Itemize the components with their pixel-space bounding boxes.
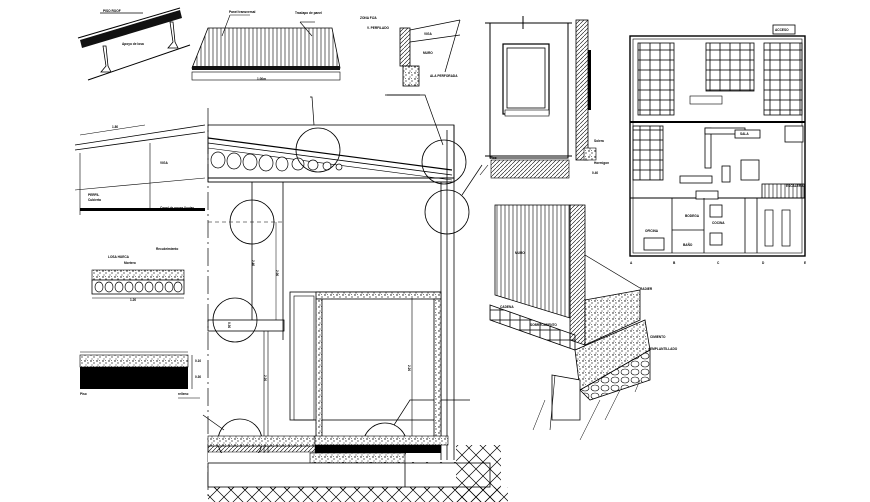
plan-room-3: BODEGA bbox=[685, 214, 700, 218]
roof-section-label: VIGA bbox=[160, 161, 168, 165]
section-dim-4: 2.20 bbox=[407, 365, 411, 371]
roof-section-note-1: PERFIL bbox=[88, 193, 99, 197]
slab-label-3: Recubrimiento bbox=[156, 247, 178, 251]
plan-room-1: SALA bbox=[740, 132, 749, 136]
roof-section-note-2: Cubierta bbox=[88, 198, 101, 202]
window-label-base: Piso bbox=[490, 156, 497, 160]
window-label-right-2: Hormigon bbox=[594, 161, 609, 165]
panel-label-left: Panel transversal bbox=[229, 10, 256, 14]
slab-label-2: Mortero bbox=[124, 261, 136, 265]
plan-axis-c: C bbox=[717, 261, 720, 265]
parapet-label-4: MURO bbox=[423, 51, 433, 55]
section-dim-3: 2.20 bbox=[263, 375, 267, 381]
iso-label-wall: MURO bbox=[515, 251, 525, 255]
parapet-label-1: ZONA FIJA bbox=[360, 16, 377, 20]
parapet-label-3: VIGA bbox=[424, 32, 432, 36]
parapet-label-2: V. PERFILADO bbox=[367, 26, 390, 30]
plan-room-5: COCINA bbox=[712, 221, 725, 225]
section-dim-2: 2.00 bbox=[275, 270, 279, 276]
plan-room-6: ESCALERA bbox=[786, 184, 804, 188]
fill-dim-1: 0.10 bbox=[195, 359, 201, 363]
fill-dim-2: 0.30 bbox=[195, 375, 201, 379]
panel-label-right: Traslapo de panel bbox=[295, 11, 322, 15]
plan-axis-d: D bbox=[762, 261, 765, 265]
plan-room-2: OFICINA bbox=[645, 229, 659, 233]
section-dim-1: 2.40 bbox=[251, 260, 255, 266]
iso-label-3: RADIER bbox=[640, 287, 653, 291]
parapet-detail: ZONA FIJA V. PERFILADO VIGA MURO ALA PER… bbox=[360, 16, 461, 96]
roof-section-sketch: 1.80 VIGA PERFIL Cubierta Canal de aguas… bbox=[74, 124, 206, 215]
iso-label-5: EMPLANTILLADO bbox=[650, 347, 678, 351]
hollow-slab-detail: LOSA HUECA Mortero Recubrimiento 1.20 bbox=[91, 247, 185, 302]
iso-label-4: CIMIENTO bbox=[650, 335, 666, 339]
plan-axis-b: B bbox=[673, 261, 676, 265]
roof-section-label-bottom: Canal de aguas lluvias bbox=[160, 206, 194, 210]
window-dimension: 0.40 bbox=[592, 171, 598, 175]
roof-slope-label-top: PISO ROOF bbox=[103, 9, 121, 13]
fill-label-left: Piso bbox=[80, 392, 87, 396]
slab-label-1: LOSA HUECA bbox=[108, 255, 130, 259]
floor-fill-detail: 0.10 0.30 Piso relleno bbox=[79, 351, 201, 399]
window-label-right-1: Solera bbox=[594, 139, 604, 143]
section-dim-beam: 0.30 bbox=[227, 322, 231, 328]
isometric-foundation-detail: MURO CADENA SOBRECIMIENTO RADIER CIMIENT… bbox=[489, 204, 678, 441]
window-elevation-detail: Piso Solera Hormigon 0.40 bbox=[479, 16, 609, 179]
panel-dimension: 1.00m bbox=[257, 77, 266, 81]
parapet-label-5: ALA PERFORADA bbox=[430, 74, 458, 78]
fill-label-right: relleno bbox=[178, 392, 189, 396]
corrugated-panel-detail: Panel transversal Traslapo de panel 1.00… bbox=[191, 10, 341, 81]
plan-axis-e: E bbox=[804, 261, 806, 265]
main-building-section: 2.40 2.00 2.20 2.20 0.30 bbox=[202, 94, 508, 502]
roof-slope-detail: PISO ROOF Apoyo de losa bbox=[77, 7, 191, 81]
plan-title-box: ACCESO bbox=[775, 28, 789, 32]
iso-label-2: SOBRECIMIENTO bbox=[530, 323, 557, 327]
slab-dimension: 1.20 bbox=[130, 298, 136, 302]
iso-label-1: CADENA bbox=[500, 305, 514, 309]
floor-plan: ACCESO A B C D E bbox=[629, 24, 806, 265]
plan-room-4: BAÑO bbox=[683, 242, 693, 247]
roof-slope-label-mid: Apoyo de losa bbox=[122, 42, 144, 46]
roof-section-dim: 1.80 bbox=[112, 125, 118, 129]
plan-axis-a: A bbox=[630, 261, 633, 265]
